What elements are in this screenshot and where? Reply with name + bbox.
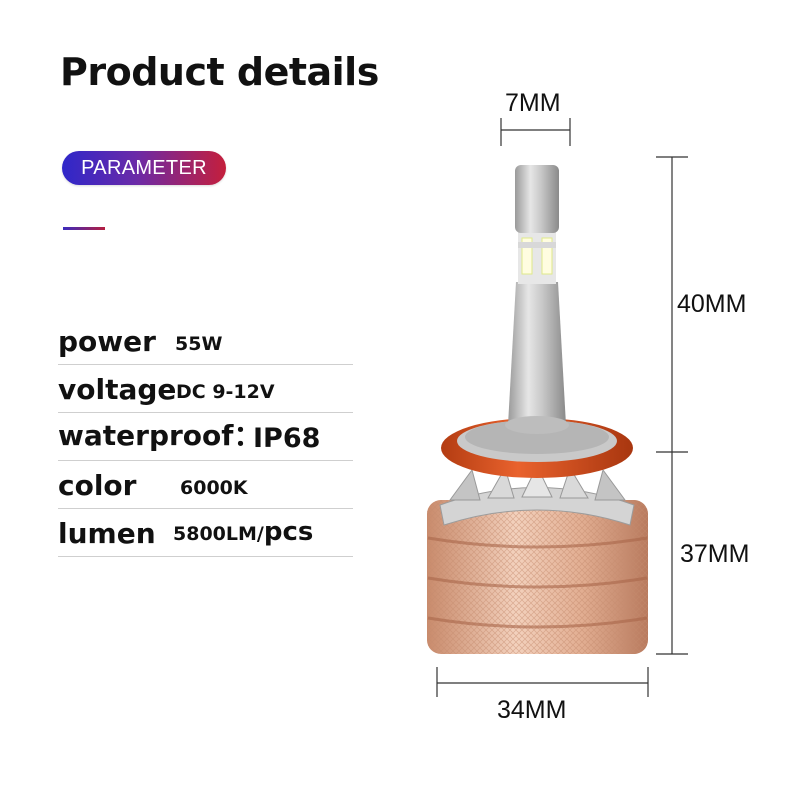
accent-divider: [63, 227, 105, 230]
spec-row-voltage: voltage DC 9-12V: [58, 366, 353, 413]
spec-label: waterproof：: [58, 419, 262, 452]
spec-row-color: color 6000K: [58, 462, 353, 509]
dim-top-width: 7MM: [505, 89, 561, 117]
spec-label: voltage: [58, 373, 177, 406]
spec-row-lumen: lumen 5800LM/pcs: [58, 510, 353, 557]
parameter-badge: PARAMETER: [62, 151, 226, 185]
page-title: Product details: [60, 50, 379, 94]
spec-row-waterproof: waterproof： IP68: [58, 414, 353, 461]
dim-lower-height: 37MM: [680, 540, 750, 568]
bulb-tip: [515, 165, 559, 233]
spec-value: 5800LM/pcs: [173, 517, 314, 547]
heatsink-base: [427, 500, 648, 654]
spec-value: 55W: [175, 333, 223, 355]
dimension-lines: [436, 118, 688, 697]
heatsink-fins: [439, 464, 635, 526]
spec-label: color: [58, 469, 137, 502]
spec-label: power: [58, 325, 156, 358]
spec-value: 6000K: [180, 477, 248, 499]
dim-upper-height: 40MM: [677, 290, 747, 318]
dim-base-width: 34MM: [497, 696, 567, 724]
bulb-stem: [508, 282, 566, 425]
spec-row-power: power 55W: [58, 318, 353, 365]
spec-value: DC 9-12V: [176, 381, 275, 403]
spec-label: lumen: [58, 517, 156, 550]
spec-value: IP68: [253, 423, 321, 454]
